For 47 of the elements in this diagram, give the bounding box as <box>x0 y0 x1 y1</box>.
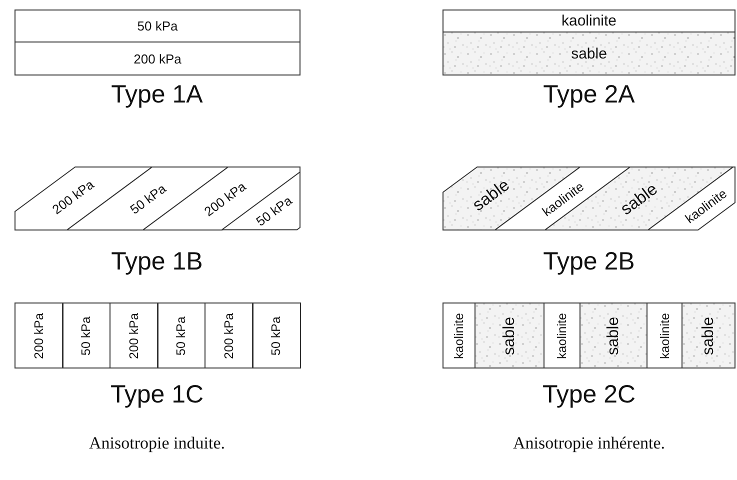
layer-band <box>158 303 205 368</box>
layer-label: 50 kPa <box>254 193 294 228</box>
layer-label: sable <box>469 176 512 214</box>
type-title: Type 2B <box>543 250 635 274</box>
layer-label: sable <box>700 316 716 355</box>
layer-label: kaolinite <box>658 312 671 358</box>
layer-band <box>252 303 300 368</box>
layer-label: 200 kPa <box>202 179 248 218</box>
layer-band <box>62 303 110 368</box>
layer-band <box>443 32 735 75</box>
layer-band <box>15 10 300 42</box>
layer-label: 200 kPa <box>128 312 140 358</box>
layer-label: 50 kPa <box>270 316 282 355</box>
layer-band <box>110 303 158 368</box>
layer-label: 200 kPa <box>50 178 96 217</box>
layer-band <box>580 303 647 368</box>
layer-band <box>647 303 682 368</box>
type-title: Type 1C <box>110 382 204 408</box>
layer-label: sable <box>571 46 607 61</box>
type-title: Type 1B <box>111 250 203 274</box>
layer-band <box>205 303 252 368</box>
caption-text: Anisotropie induite. <box>89 434 225 452</box>
layer-label: 50 kPa <box>137 20 178 32</box>
layer-label: 50 kPa <box>80 316 92 355</box>
type-title: Type 2A <box>543 82 635 108</box>
layer-band <box>682 303 735 368</box>
layer-label: sable <box>618 180 660 218</box>
layer-band <box>143 167 300 230</box>
layer-label: kaolinite <box>452 312 466 358</box>
layer-label: 200 kPa <box>222 312 235 358</box>
layer-band <box>443 303 475 368</box>
layer-label: 50 kPa <box>175 316 188 355</box>
layer-band <box>475 303 544 368</box>
layer-label: sable <box>502 316 518 355</box>
layer-label: kaolinite <box>556 312 568 358</box>
layer-label: kaolinite <box>561 14 617 28</box>
caption-text: Anisotropie inhérente. <box>513 434 665 452</box>
layer-label: 200 kPa <box>32 312 45 358</box>
layer-label: 200 kPa <box>134 52 182 65</box>
layer-band <box>15 303 62 368</box>
layer-band <box>443 10 735 32</box>
layer-label: 50 kPa <box>127 181 168 216</box>
layer-band <box>15 42 300 75</box>
layer-band <box>544 303 580 368</box>
layer-label: sable <box>606 316 622 355</box>
type-title: Type 2C <box>542 382 636 408</box>
type-title: Type 1A <box>111 82 203 108</box>
